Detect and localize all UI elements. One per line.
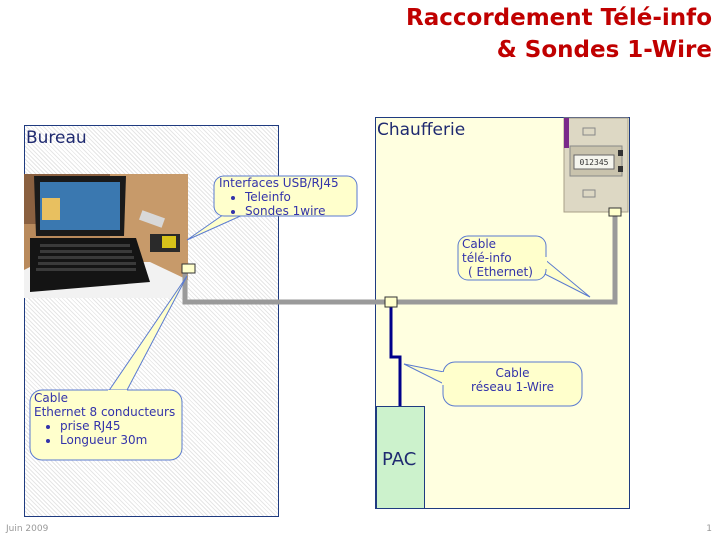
ethernet-callout-text: Cable Ethernet 8 conducteurs prise RJ45 … bbox=[34, 391, 175, 447]
pac-label: PAC bbox=[382, 449, 417, 470]
callout-cable-onewire bbox=[403, 361, 583, 407]
callout-interfaces bbox=[186, 175, 358, 241]
onewire-callout-text: Cable réseau 1-Wire bbox=[443, 366, 582, 394]
teleinfo-line-3: ( Ethernet) bbox=[468, 265, 533, 279]
interfaces-item: Teleinfo bbox=[245, 190, 339, 204]
laptop-photo bbox=[24, 174, 188, 298]
title-line-2: & Sondes 1-Wire bbox=[496, 37, 712, 63]
electricity-meter: 012345 bbox=[563, 117, 629, 213]
teleinfo-line-2: télé-info bbox=[462, 251, 512, 265]
onewire-line-1: Cable bbox=[495, 366, 530, 380]
interfaces-callout-text: Interfaces USB/RJ45 Teleinfo Sondes 1wir… bbox=[219, 176, 339, 218]
chaufferie-label: Chaufferie bbox=[377, 120, 466, 140]
ethernet-line-2: Ethernet 8 conducteurs bbox=[34, 405, 176, 419]
laptop-connector bbox=[181, 263, 196, 274]
slide-title: Raccordement Télé-info & Sondes 1-Wire bbox=[406, 2, 712, 66]
teleinfo-line-1: Cable bbox=[462, 237, 497, 251]
callout-cable-teleinfo bbox=[457, 235, 591, 298]
ethernet-cable bbox=[182, 212, 618, 305]
ethernet-list: prise RJ45 Longueur 30m bbox=[34, 419, 175, 447]
ethernet-item: prise RJ45 bbox=[60, 419, 175, 433]
meter-display: 012345 bbox=[580, 158, 609, 167]
onewire-line-2: réseau 1-Wire bbox=[471, 380, 554, 394]
ethernet-item: Longueur 30m bbox=[60, 433, 175, 447]
title-line-1: Raccordement Télé-info bbox=[406, 5, 712, 31]
interfaces-list: Teleinfo Sondes 1wire bbox=[219, 190, 339, 218]
footer-date: Juin 2009 bbox=[6, 524, 49, 534]
page-number: 1 bbox=[706, 524, 712, 534]
interfaces-item: Sondes 1wire bbox=[245, 204, 339, 218]
interfaces-title: Interfaces USB/RJ45 bbox=[219, 176, 339, 190]
onewire-cable bbox=[389, 303, 402, 406]
junction-connector bbox=[384, 296, 398, 308]
ethernet-line-1: Cable bbox=[34, 391, 69, 405]
callout-cable-ethernet bbox=[29, 275, 188, 461]
pac-box: PAC bbox=[376, 406, 425, 509]
meter-connector bbox=[608, 207, 622, 217]
teleinfo-callout-text: Cable télé-info ( Ethernet) bbox=[462, 237, 533, 279]
bureau-label: Bureau bbox=[26, 128, 87, 148]
